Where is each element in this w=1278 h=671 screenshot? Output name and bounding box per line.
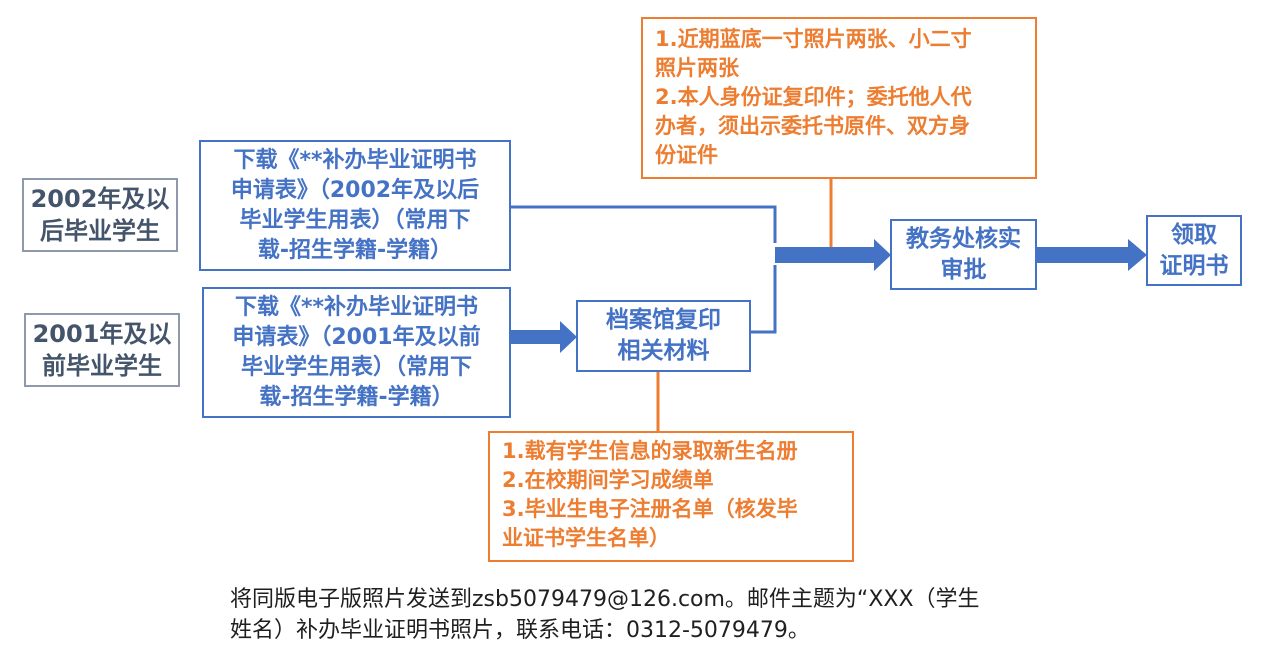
- requirements-line: 份证件: [655, 143, 718, 167]
- archive-materials-line: 2.在校期间学习成绩单: [502, 468, 714, 492]
- download-form-after-2002-box[interactable]: 下载《**补办毕业证明书 申请表》（2002年及以后 毕业学生用表）（常用下 载…: [199, 140, 511, 271]
- archive-copy-line: 相关材料: [617, 338, 710, 364]
- receive-certificate-box: 领取 证明书: [1146, 215, 1242, 286]
- connector-archive-up: [750, 265, 777, 334]
- grad-before-2001-line: 2001年及以: [32, 320, 172, 348]
- archive-copy-box: 档案馆复印 相关材料: [576, 300, 751, 372]
- grad-after-2002-line: 后毕业学生: [39, 217, 160, 245]
- download-before-2001-line: 毕业学生用表）（常用下: [240, 354, 472, 380]
- requirements-line: 办者，须出示委托书原件、双方身: [655, 114, 970, 138]
- arrow-to-receive: [1036, 239, 1147, 271]
- download-before-2001-line: 下载《**补办毕业证明书: [234, 294, 478, 320]
- download-after-2002-line: 申请表》（2002年及以后: [230, 177, 480, 203]
- download-before-2001-line: 申请表》（2001年及以前: [232, 324, 481, 350]
- download-form-before-2001-box[interactable]: 下载《**补办毕业证明书 申请表》（2001年及以前 毕业学生用表）（常用下 载…: [202, 287, 511, 418]
- footer-line: 姓名）补办毕业证明书照片，联系电话：0312-5079479。: [230, 618, 810, 643]
- archive-materials-line: 业证书学生名单）: [502, 526, 670, 550]
- grad-after-2002-line: 2002年及以: [30, 185, 170, 213]
- receive-certificate-line: 证明书: [1159, 252, 1229, 279]
- footer-contact-note: 将同版电子版照片发送到zsb5079479@126.com。邮件主题为“XXX（…: [230, 584, 1090, 646]
- requirements-line: 照片两张: [655, 56, 739, 80]
- requirements-note: 1.近期蓝底一寸照片两张、小二寸 照片两张 2.本人身份证复印件；委托他人代 办…: [641, 17, 1037, 179]
- grad-before-2001-line: 前毕业学生: [41, 352, 162, 380]
- arrow-to-review: [775, 239, 891, 271]
- archive-copy-line: 档案馆复印: [606, 307, 721, 333]
- connector-top-download: [510, 205, 777, 243]
- grad-before-2001-box: 2001年及以 前毕业学生: [24, 313, 180, 387]
- requirements-line: 1.近期蓝底一寸照片两张、小二寸: [655, 27, 972, 51]
- download-after-2002-line: 载-招生学籍-学籍）: [257, 237, 453, 263]
- academic-review-box: 教务处核实 审批: [890, 219, 1037, 290]
- academic-review-line: 审批: [940, 256, 987, 283]
- requirements-line: 2.本人身份证复印件；委托他人代: [655, 85, 972, 109]
- grad-after-2002-box: 2002年及以 后毕业学生: [22, 178, 178, 252]
- archive-materials-note: 1.载有学生信息的录取新生名册 2.在校期间学习成绩单 3.毕业生电子注册名单（…: [488, 431, 854, 562]
- receive-certificate-line: 领取: [1171, 221, 1217, 248]
- archive-materials-line: 1.载有学生信息的录取新生名册: [502, 439, 798, 463]
- arrow-to-archive: [510, 321, 577, 353]
- download-after-2002-line: 毕业学生用表）（常用下: [239, 207, 471, 233]
- download-before-2001-line: 载-招生学籍-学籍）: [259, 384, 454, 410]
- academic-review-line: 教务处核实: [906, 225, 1021, 252]
- footer-line: 将同版电子版照片发送到zsb5079479@126.com。邮件主题为“XXX（…: [230, 587, 980, 612]
- download-after-2002-line: 下载《**补办毕业证明书: [233, 147, 477, 173]
- archive-materials-line: 3.毕业生电子注册名单（核发毕: [502, 497, 798, 521]
